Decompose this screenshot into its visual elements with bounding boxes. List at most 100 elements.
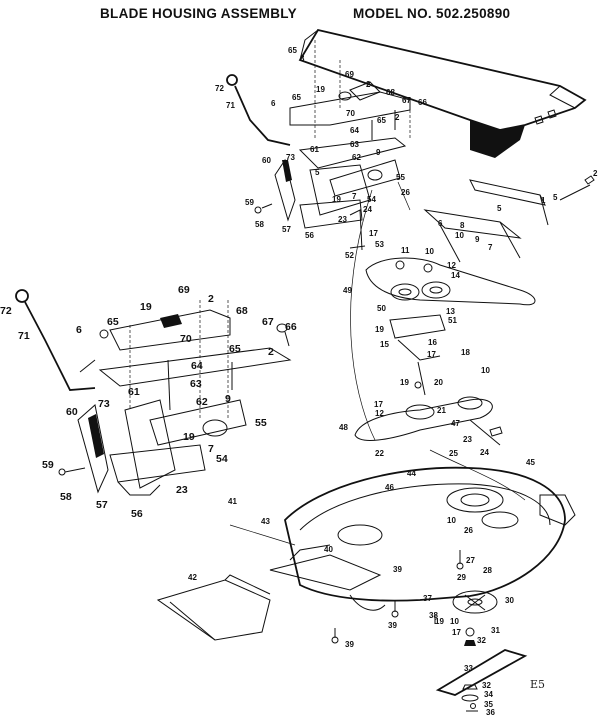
- blade-spindle: [435, 590, 528, 712]
- page-title: BLADE HOUSING ASSEMBLY: [100, 6, 297, 21]
- callouts-inset: 72 71 69 2 19 68 6 65 67 66 70 65 64 2 6…: [0, 284, 297, 520]
- callout: 6: [271, 99, 276, 108]
- callout: 65: [292, 93, 301, 102]
- callout: 70: [180, 333, 192, 345]
- callout: 19: [400, 378, 409, 387]
- callout: 73: [98, 398, 110, 410]
- callout: 38: [429, 611, 438, 620]
- callout: 9: [225, 393, 231, 405]
- callout: 64: [350, 126, 359, 135]
- callout: 56: [305, 231, 314, 240]
- callout: 27: [466, 556, 475, 565]
- callout: 48: [339, 423, 348, 432]
- callout: 65: [107, 316, 119, 328]
- callout: 53: [375, 240, 384, 249]
- callout: 67: [262, 316, 274, 328]
- callout: 39: [388, 621, 397, 630]
- linkage-inset: [15, 289, 292, 496]
- callout: 71: [226, 101, 235, 110]
- callout: 23: [176, 484, 188, 496]
- callout: 19: [435, 617, 444, 626]
- callout: 10: [450, 617, 459, 626]
- callout: 17: [374, 400, 383, 409]
- callout: 59: [42, 459, 54, 471]
- callout: 72: [0, 305, 12, 317]
- callout: 19: [332, 195, 341, 204]
- callout: 65: [377, 116, 386, 125]
- callout: 63: [190, 378, 202, 390]
- callout: 9: [376, 148, 381, 157]
- callout: 7: [488, 243, 493, 252]
- callout: 21: [437, 406, 446, 415]
- callout: 17: [452, 628, 461, 637]
- callout: 69: [178, 284, 190, 296]
- callout: 6: [76, 324, 82, 336]
- callout: 18: [461, 348, 470, 357]
- callout: 65: [229, 343, 241, 355]
- callout: 16: [428, 338, 437, 347]
- callout: 5: [497, 204, 502, 213]
- callout: 20: [434, 378, 443, 387]
- callout: 30: [505, 596, 514, 605]
- callout: 59: [245, 198, 254, 207]
- callout: 15: [380, 340, 389, 349]
- callout: 24: [363, 205, 372, 214]
- callout: 11: [401, 246, 410, 255]
- callout: 2: [268, 346, 274, 358]
- callout: 63: [350, 140, 359, 149]
- callout: 50: [377, 304, 386, 313]
- belt-assembly: [350, 189, 526, 501]
- callout: 61: [310, 145, 319, 154]
- callout: 66: [418, 98, 427, 107]
- callout: 19: [316, 85, 325, 94]
- callout: 2: [208, 293, 214, 305]
- callout: 1: [541, 196, 546, 205]
- callout: 39: [345, 640, 354, 649]
- callout: 52: [345, 251, 354, 260]
- callout: 2: [395, 113, 400, 122]
- upper-linkage: [226, 40, 411, 229]
- callout: 26: [464, 526, 473, 535]
- callout: 49: [343, 286, 352, 295]
- callout: 9: [475, 235, 480, 244]
- callout: 57: [96, 499, 108, 511]
- callout: 62: [352, 153, 361, 162]
- callout: 60: [66, 406, 78, 418]
- callout: 10: [455, 231, 464, 240]
- callout: 62: [196, 396, 208, 408]
- callout: 33: [464, 664, 473, 673]
- mower-deck: [229, 466, 576, 611]
- callout: 5: [553, 193, 558, 202]
- callout: 51: [448, 316, 457, 325]
- callout: 10: [425, 247, 434, 256]
- callout: 25: [449, 449, 458, 458]
- callout: 8: [460, 221, 465, 230]
- callout: 39: [393, 565, 402, 574]
- callout: 10: [447, 516, 456, 525]
- callout: 70: [346, 109, 355, 118]
- callout: 10: [481, 366, 490, 375]
- callout: 58: [60, 491, 72, 503]
- side-brackets: [423, 175, 595, 263]
- model-number: MODEL NO. 502.250890: [353, 6, 511, 21]
- fasteners: [331, 550, 464, 644]
- callout: 23: [463, 435, 472, 444]
- callout: 55: [255, 417, 267, 429]
- callout: 44: [407, 469, 416, 478]
- callout: 19: [140, 301, 152, 313]
- callout: 61: [128, 386, 140, 398]
- callout: 57: [282, 225, 291, 234]
- callout: 45: [526, 458, 535, 467]
- callout: 46: [385, 483, 394, 492]
- callout: 42: [188, 573, 197, 582]
- callout: 22: [375, 449, 384, 458]
- callout: 47: [451, 419, 460, 428]
- callout: 12: [447, 261, 456, 270]
- callouts-main: 65 3 69 2 72 68 67 66 6 65 70 19 71 64 6…: [188, 46, 598, 716]
- page-code: E5: [530, 678, 545, 691]
- callout: 72: [215, 84, 224, 93]
- callout: 68: [236, 305, 248, 317]
- pulley-assembly: [349, 209, 536, 396]
- callout: 55: [396, 173, 405, 182]
